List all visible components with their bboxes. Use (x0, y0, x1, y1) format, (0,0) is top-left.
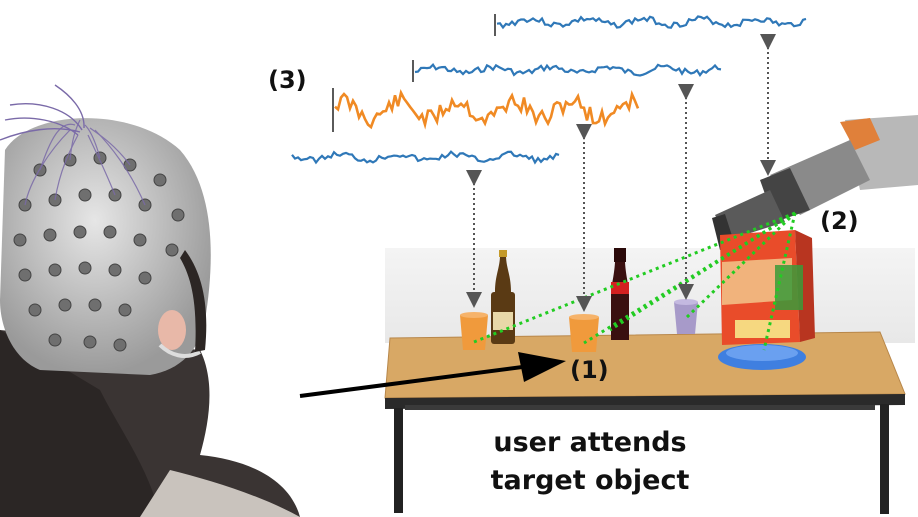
user-with-eeg-cap (0, 84, 300, 517)
step-1-label: (1) (570, 356, 609, 384)
eeg-signals (291, 14, 807, 165)
orange-cup-left (460, 312, 488, 350)
step-2-label: (2) (820, 207, 859, 235)
caption-line-1: user attends (493, 427, 687, 458)
signal-links (466, 34, 776, 312)
caption: user attends target object (470, 424, 710, 500)
eeg-signal-2-trace (414, 62, 722, 78)
purple-cup (674, 299, 698, 334)
attention-arrow (299, 352, 566, 398)
eeg-signal-4-trace (291, 150, 560, 165)
robot-arm (712, 115, 918, 250)
beer-bottle (491, 250, 515, 344)
gaze-lines (473, 211, 797, 351)
caption-line-2: target object (490, 465, 690, 496)
orange-cup-target (569, 314, 599, 352)
blue-plate (718, 344, 806, 370)
eeg-signal-3-trace (334, 89, 640, 130)
step-3-label: (3) (268, 66, 307, 94)
cereal-box (720, 230, 815, 345)
eeg-signal-1-trace (496, 15, 807, 30)
